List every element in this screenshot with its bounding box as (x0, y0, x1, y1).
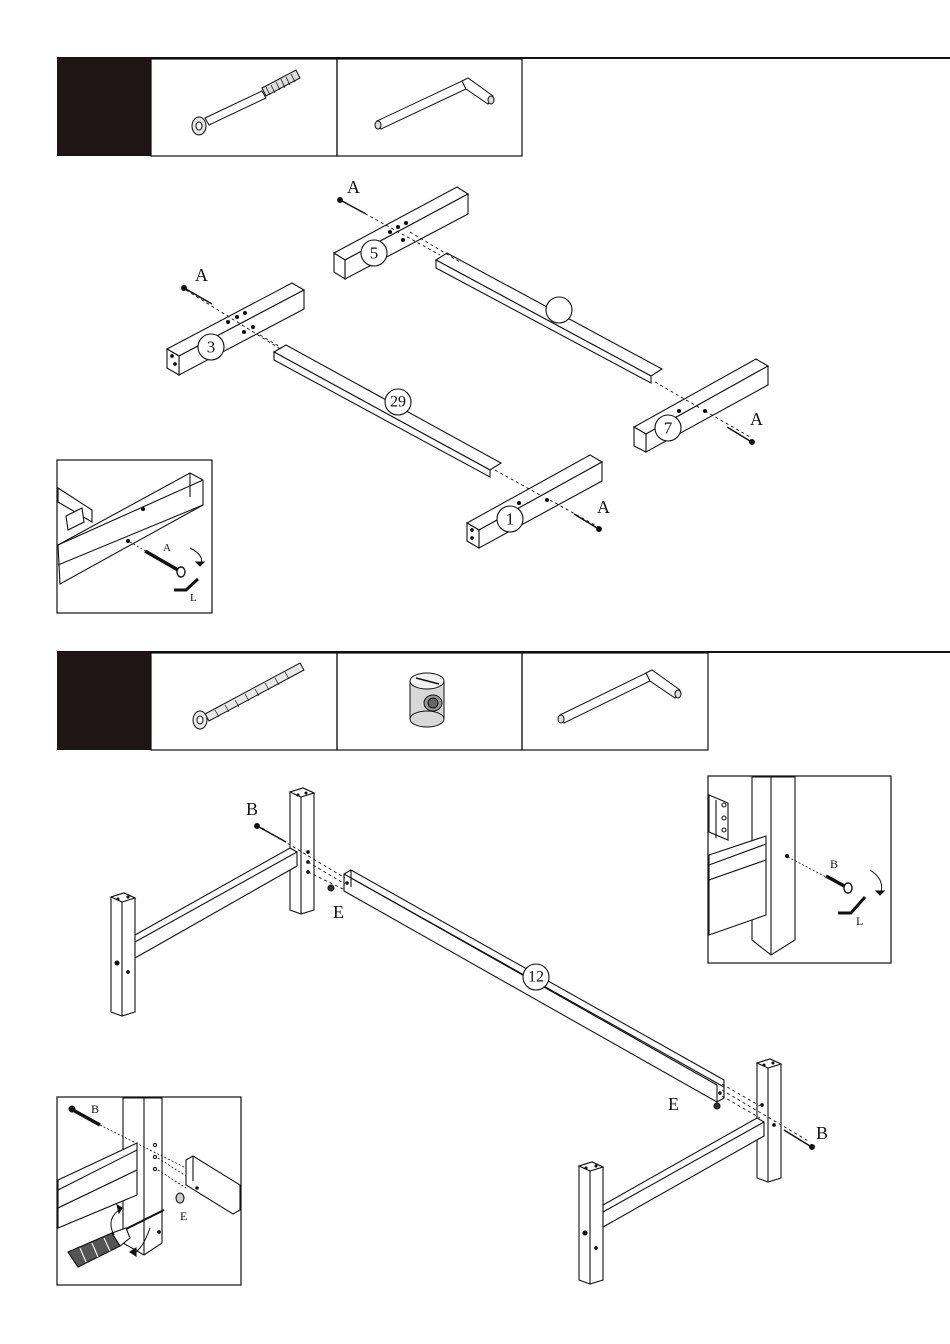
barrel-nut-e-icon (328, 885, 334, 891)
post-right-rear (579, 1162, 603, 1284)
label-b: B (246, 799, 258, 819)
label-a: A (195, 265, 208, 285)
barrel-nut-icon (410, 673, 444, 727)
bolt-a-icon (727, 427, 754, 444)
left-end-rail (135, 848, 297, 958)
label-a: A (750, 409, 763, 429)
allen-key-icon (375, 78, 494, 129)
post-left-rear (111, 893, 135, 1016)
bolt-icon (192, 70, 300, 135)
step1-detail-inset: A L (57, 460, 212, 613)
part-number-5: 5 (370, 244, 379, 263)
label-b: B (816, 1123, 828, 1143)
step1-diagram (167, 187, 768, 548)
step2-header (57, 652, 950, 750)
part-unlabeled-circle (546, 297, 572, 323)
label-a: A (597, 497, 610, 517)
part-29-rail (274, 345, 501, 477)
right-end-rail (603, 1118, 764, 1227)
label-e: E (333, 902, 344, 922)
bolt-a-icon (182, 286, 212, 304)
part-number-3: 3 (207, 338, 216, 357)
inset-label-l: L (190, 592, 197, 604)
inset-label-a: A (163, 542, 171, 554)
step2-detail-inset-left: B E (57, 1097, 241, 1285)
step1-header (57, 58, 950, 156)
bolt-b-icon (784, 1130, 814, 1149)
barrel-nut-e-icon (714, 1103, 720, 1109)
bolt-a-icon (338, 198, 366, 214)
label-a: A (347, 177, 360, 197)
inset-label-b: B (830, 857, 838, 871)
step1-number-block (57, 58, 151, 156)
step2-number-block (57, 652, 151, 750)
inset-label-e: E (180, 1209, 187, 1223)
bolt-b-icon (255, 824, 286, 842)
label-e: E (668, 1094, 679, 1114)
inset-label-l: L (856, 914, 863, 928)
step2-detail-inset-right: B L (708, 776, 891, 963)
long-bolt-icon (193, 663, 304, 729)
part-number-7: 7 (664, 419, 673, 438)
allen-key-icon (558, 670, 681, 723)
part-number-1: 1 (506, 510, 515, 529)
inset-label-b: B (91, 1102, 99, 1116)
part-number-12: 12 (528, 969, 544, 986)
part-number-29: 29 (390, 394, 406, 411)
